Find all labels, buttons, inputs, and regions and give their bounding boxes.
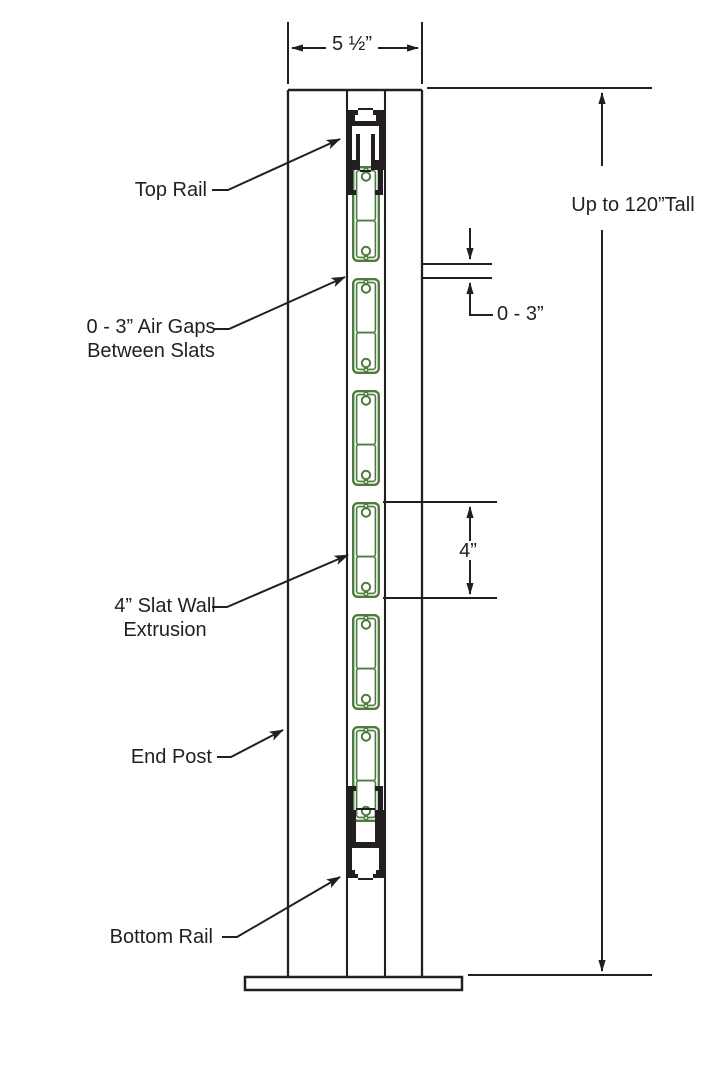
top-rail-label: Top Rail xyxy=(134,179,207,201)
bottom-rail-clips xyxy=(348,786,383,816)
slat-profile xyxy=(352,614,380,710)
air-gap-leader-arrow xyxy=(213,276,346,330)
post-width-dimension-label: 5 ½” xyxy=(331,33,373,55)
slat-height-dimension xyxy=(383,501,497,599)
air-gaps-label-line2: Between Slats xyxy=(87,339,215,362)
slat-profile xyxy=(352,390,380,486)
slat-profile xyxy=(352,278,380,374)
slat-height-dimension-label: 4” xyxy=(459,540,477,562)
top-rail-leader-arrow xyxy=(212,138,341,191)
slat-wall-label: 4” Slat Wall Extrusion xyxy=(70,595,260,642)
slat-profile xyxy=(352,726,380,822)
slat-stack xyxy=(352,165,380,822)
base-plate xyxy=(243,975,464,992)
air-gaps-label-line1: 0 - 3” Air Gaps xyxy=(86,316,216,338)
slat-wall-label-line2: Extrusion xyxy=(123,618,207,641)
end-post-label: End Post xyxy=(130,746,212,768)
bottom-rail-leader-arrow xyxy=(222,876,341,938)
slat-profile xyxy=(352,502,380,598)
end-post-leader-arrow xyxy=(217,729,284,758)
air-gap-dimension-label: 0 - 3” xyxy=(497,303,544,325)
air-gaps-label: 0 - 3” Air Gaps Between Slats xyxy=(55,316,247,363)
top-rail-clips xyxy=(348,163,383,195)
top-rail-profile xyxy=(346,108,385,172)
height-dimension-label: Up to 120”Tall xyxy=(571,194,695,216)
width-dimension xyxy=(287,22,423,84)
air-gap-dimension xyxy=(421,228,493,316)
bottom-rail-label: Bottom Rail xyxy=(109,926,213,948)
slat-profile xyxy=(352,165,380,262)
slat-extrusion-leader-arrow xyxy=(212,554,349,608)
bottom-rail-profile xyxy=(346,808,385,880)
height-dimension xyxy=(427,87,652,976)
slat-wall-label-line1: 4” Slat Wall xyxy=(114,595,216,617)
